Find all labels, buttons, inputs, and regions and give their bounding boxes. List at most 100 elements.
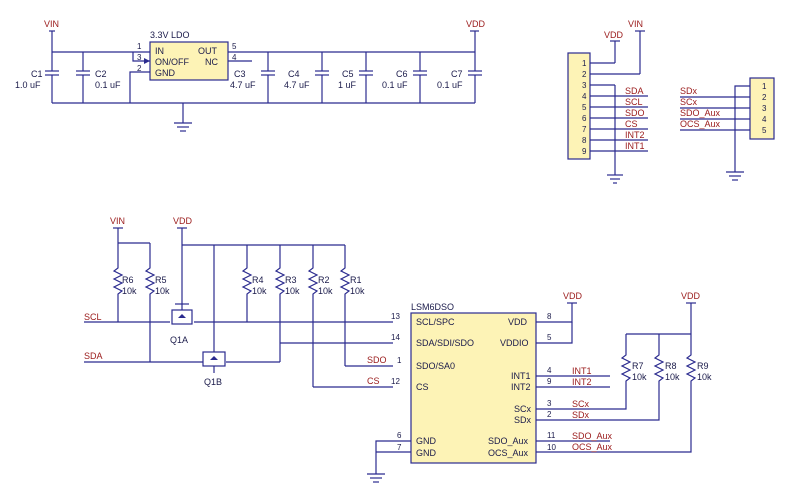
r3-ref: R3 — [285, 275, 297, 285]
h5-net-sdx: SDx — [680, 86, 698, 96]
h9-num-5: 5 — [582, 103, 587, 112]
r5-ref: R5 — [155, 275, 167, 285]
vdd-label-ldo: VDD — [466, 19, 486, 29]
resistor-r8: R8 10k — [653, 334, 680, 387]
r5-value: 10k — [155, 286, 170, 296]
ldo-num-3: 3 — [137, 53, 142, 62]
resistor-r1: R1 10k — [339, 245, 365, 366]
imu-num-8: 8 — [547, 312, 552, 321]
imu-pin-gnd-6: GND — [416, 436, 437, 446]
imu-pin-sdo-aux: SDO_Aux — [488, 436, 529, 446]
pu-vin-label: VIN — [110, 216, 125, 226]
r7-value: 10k — [632, 372, 647, 382]
h9-num-9: 9 — [582, 147, 587, 156]
h9-net-scl: SCL — [625, 97, 643, 107]
cap-c7-value: 0.1 uF — [437, 80, 463, 90]
imu-net-sdo-aux: SDO_Aux — [572, 431, 613, 441]
r1-ref: R1 — [350, 275, 362, 285]
r9-ref: R9 — [697, 361, 709, 371]
cap-c5-ref: C5 — [342, 69, 354, 79]
imu-section: LSM6DSO SCL/SPC 13 SDA/SDI/SDO 14 SDO/SA… — [367, 291, 712, 483]
header-9pin: 1 2 3 4 5 6 7 8 9 VDD VIN SDA SCL SDO CS… — [567, 19, 648, 184]
h5-num-5: 5 — [762, 126, 767, 135]
imu-pin-sda: SDA/SDI/SDO — [416, 338, 474, 348]
mosfet-q1b: Q1B — [202, 351, 226, 387]
resistor-r5: R5 10k — [144, 243, 170, 362]
resistor-r6: R6 10k — [112, 243, 137, 322]
cap-c6-value: 0.1 uF — [382, 80, 408, 90]
r9-value: 10k — [697, 372, 712, 382]
imu-title: LSM6DSO — [411, 302, 454, 312]
imu-num-3: 3 — [547, 399, 552, 408]
h9-num-4: 4 — [582, 92, 587, 101]
h9-num-6: 6 — [582, 114, 587, 123]
imu-num-4: 4 — [547, 366, 552, 375]
resistor-r7: R7 10k — [620, 334, 647, 387]
resistor-r9: R9 10k — [685, 334, 712, 387]
ldo-chip — [149, 41, 229, 81]
h5-num-1: 1 — [762, 82, 767, 91]
imu-net-int2: INT2 — [572, 377, 592, 387]
h5-net-ocs-aux: OCS_Aux — [680, 119, 721, 129]
cap-c7-ref: C7 — [451, 69, 463, 79]
pullup-section: VIN VDD R6 10k R5 10k R4 10k R3 10k — [84, 216, 393, 388]
imu-pin-gnd-7: GND — [416, 448, 437, 458]
ldo-title: 3.3V LDO — [150, 30, 190, 40]
h5-num-4: 4 — [762, 115, 767, 124]
resistor-r3: R3 10k — [274, 245, 300, 343]
q1a-ref: Q1A — [170, 335, 188, 345]
cap-c1: C1 1.0 uF — [15, 52, 59, 103]
aux-vdd-label: VDD — [681, 291, 701, 301]
h9-num-3: 3 — [582, 81, 587, 90]
r8-ref: R8 — [665, 361, 677, 371]
bus-sdo-label: SDO — [367, 355, 387, 365]
ldo-section: VIN VDD 3.3V LDO IN ON/OFF GND OUT NC 1 … — [15, 19, 486, 132]
imu-pin-int2: INT2 — [511, 382, 531, 392]
h9-num-1: 1 — [582, 59, 587, 68]
h5-num-3: 3 — [762, 104, 767, 113]
mosfet-q1a: Q1A — [170, 303, 193, 345]
cap-c2-value: 0.1 uF — [95, 80, 121, 90]
r2-value: 10k — [318, 286, 333, 296]
bus-scl-label: SCL — [84, 312, 102, 322]
imu-net-ocs-aux: OCS_Aux — [572, 442, 613, 452]
ldo-pin-nc: NC — [205, 57, 218, 67]
imu-num-6: 6 — [397, 431, 402, 440]
imu-pin-vddio: VDDIO — [500, 338, 529, 348]
cap-c1-ref: C1 — [31, 69, 43, 79]
h9-net-cs: CS — [625, 119, 638, 129]
cap-c6: C6 0.1 uF — [382, 52, 427, 103]
cap-c5: C5 1 uF — [338, 52, 373, 103]
cap-c2-ref: C2 — [95, 69, 107, 79]
vin-label-ldo: VIN — [44, 19, 59, 29]
ldo-pin-gnd: GND — [155, 68, 176, 78]
imu-num-1: 1 — [397, 356, 402, 365]
imu-num-10: 10 — [547, 443, 556, 452]
cap-c6-ref: C6 — [396, 69, 408, 79]
header-5pin: 1 2 3 4 5 SDx SCx SDO_Aux OCS_Aux — [680, 77, 775, 181]
h9-vin-label: VIN — [628, 19, 643, 29]
imu-pin-sdx: SDx — [514, 415, 532, 425]
r4-ref: R4 — [252, 275, 264, 285]
h9-net-int2: INT2 — [625, 130, 645, 140]
cap-c3-value: 4.7 uF — [230, 80, 256, 90]
ldo-pin-in: IN — [155, 46, 164, 56]
r6-ref: R6 — [122, 275, 134, 285]
cap-c7: C7 0.1 uF — [437, 52, 482, 103]
imu-vdd-label: VDD — [563, 291, 583, 301]
r7-ref: R7 — [632, 361, 644, 371]
imu-pin-cs: CS — [416, 382, 429, 392]
imu-num-9: 9 — [547, 377, 552, 386]
cap-c5-value: 1 uF — [338, 80, 357, 90]
r1-value: 10k — [350, 286, 365, 296]
ldo-num-4: 4 — [232, 53, 237, 62]
cap-c2: C2 0.1 uF — [76, 52, 121, 103]
h5-net-scx: SCx — [680, 97, 698, 107]
ldo-pin-out: OUT — [198, 46, 218, 56]
imu-pin-vdd: VDD — [508, 317, 528, 327]
h9-num-7: 7 — [582, 125, 587, 134]
imu-num-7: 7 — [397, 443, 402, 452]
r2-ref: R2 — [318, 275, 330, 285]
imu-num-13: 13 — [391, 312, 400, 321]
